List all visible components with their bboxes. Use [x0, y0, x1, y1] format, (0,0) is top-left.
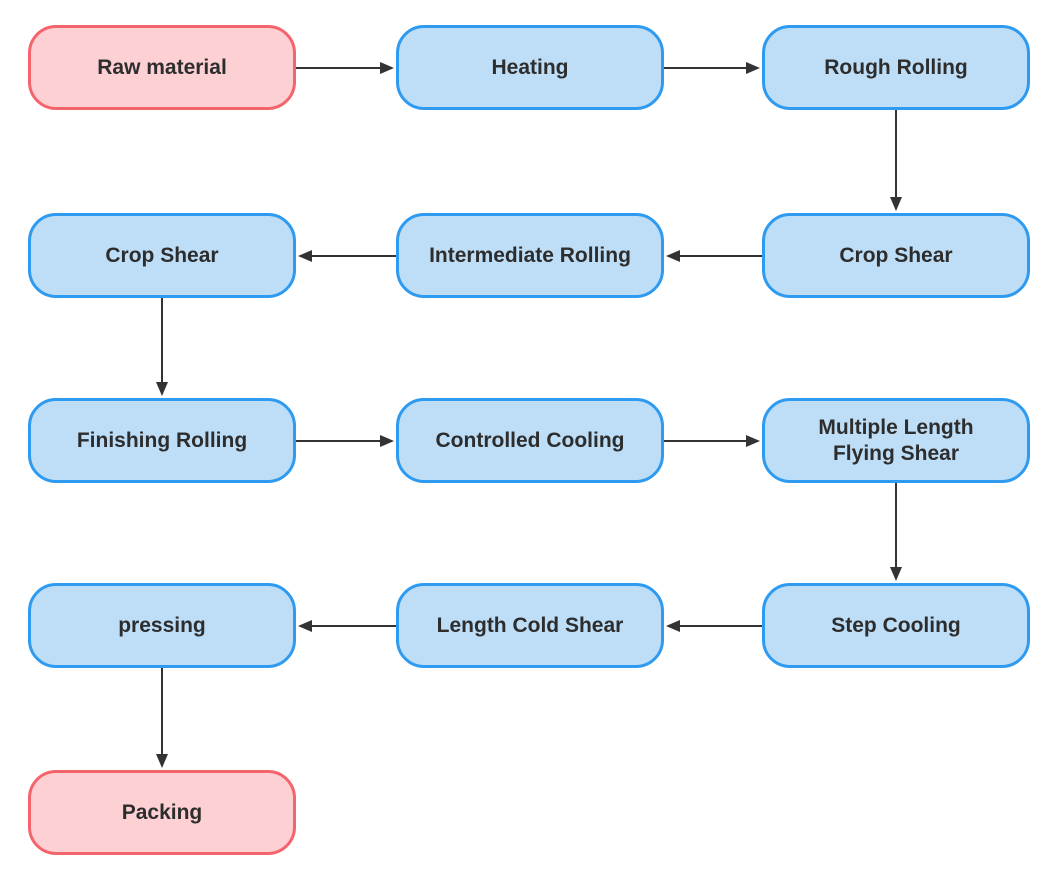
node-raw-material: Raw material	[28, 25, 296, 110]
node-label: Intermediate Rolling	[429, 243, 631, 267]
node-label: Crop Shear	[105, 243, 219, 267]
node-label: pressing	[118, 613, 206, 637]
node-packing: Packing	[28, 770, 296, 855]
node-crop-shear-1: Crop Shear	[28, 213, 296, 298]
node-heating: Heating	[396, 25, 664, 110]
node-pressing: pressing	[28, 583, 296, 668]
node-intermediate-rolling: Intermediate Rolling	[396, 213, 664, 298]
node-label: Step Cooling	[831, 613, 961, 637]
node-label: Finishing Rolling	[76, 428, 248, 452]
node-label: Packing	[121, 800, 203, 824]
node-label: Crop Shear	[839, 243, 953, 267]
node-label: Length Cold Shear	[436, 613, 624, 637]
node-step-cooling: Step Cooling	[762, 583, 1030, 668]
node-label: Raw material	[97, 55, 227, 79]
node-finishing-rolling: Finishing Rolling	[28, 398, 296, 483]
node-rough-rolling: Rough Rolling	[762, 25, 1030, 110]
node-label: Multiple Length Flying Shear	[818, 415, 974, 465]
node-label: Rough Rolling	[824, 55, 968, 79]
node-multiple-length-flying-shear: Multiple Length Flying Shear	[762, 398, 1030, 483]
node-crop-shear-2: Crop Shear	[762, 213, 1030, 298]
node-label: Heating	[491, 55, 569, 79]
node-label: Controlled Cooling	[435, 428, 625, 452]
node-controlled-cooling: Controlled Cooling	[396, 398, 664, 483]
node-length-cold-shear: Length Cold Shear	[396, 583, 664, 668]
